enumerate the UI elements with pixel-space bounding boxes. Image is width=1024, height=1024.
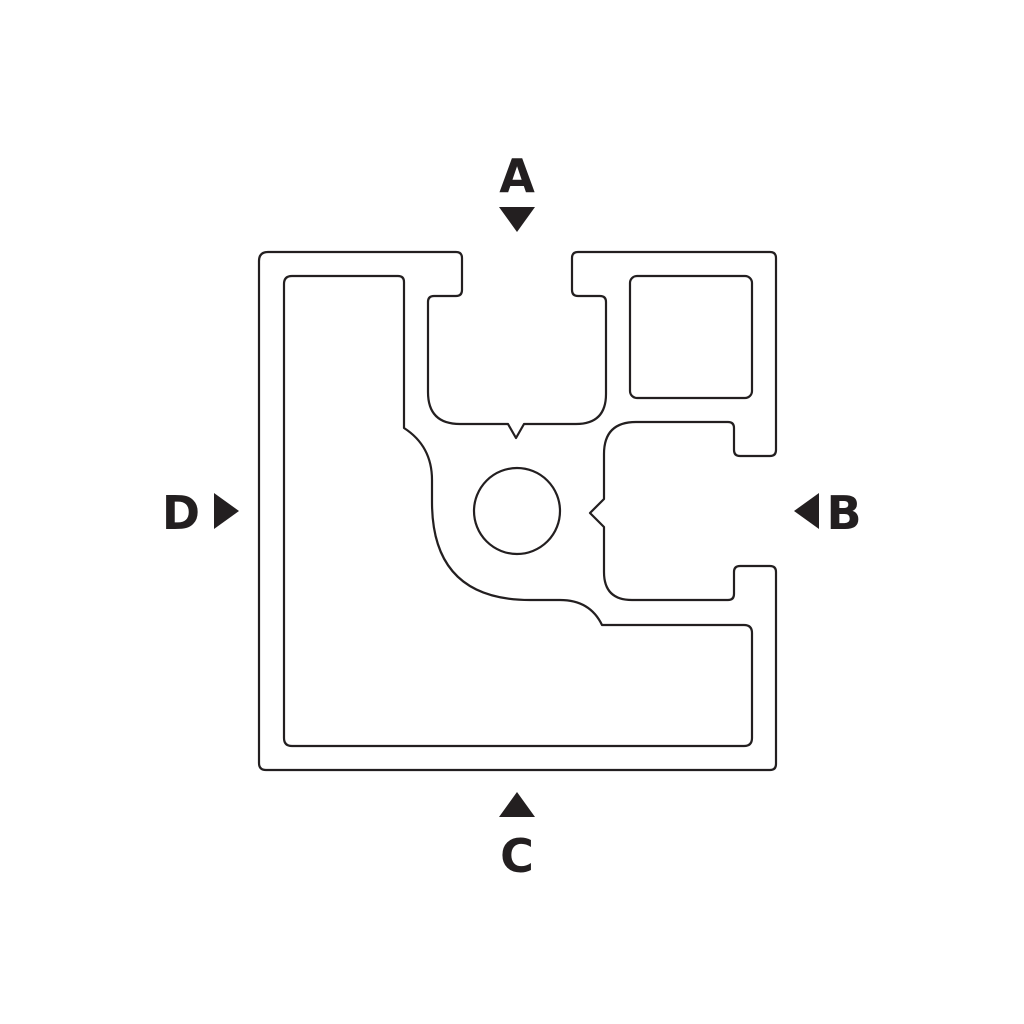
arrow-down-icon xyxy=(499,207,535,232)
l-shaped-cavity xyxy=(282,274,754,748)
center-bore xyxy=(472,466,562,556)
arrow-up-icon xyxy=(499,792,535,817)
profile-outer-contour xyxy=(257,250,778,772)
square-cavity xyxy=(628,274,754,400)
label-b: B xyxy=(826,486,861,540)
arrow-right-icon xyxy=(214,493,239,529)
label-c: C xyxy=(500,829,534,883)
label-a: A xyxy=(499,149,535,203)
arrow-left-icon xyxy=(794,493,819,529)
label-d: D xyxy=(162,486,200,540)
